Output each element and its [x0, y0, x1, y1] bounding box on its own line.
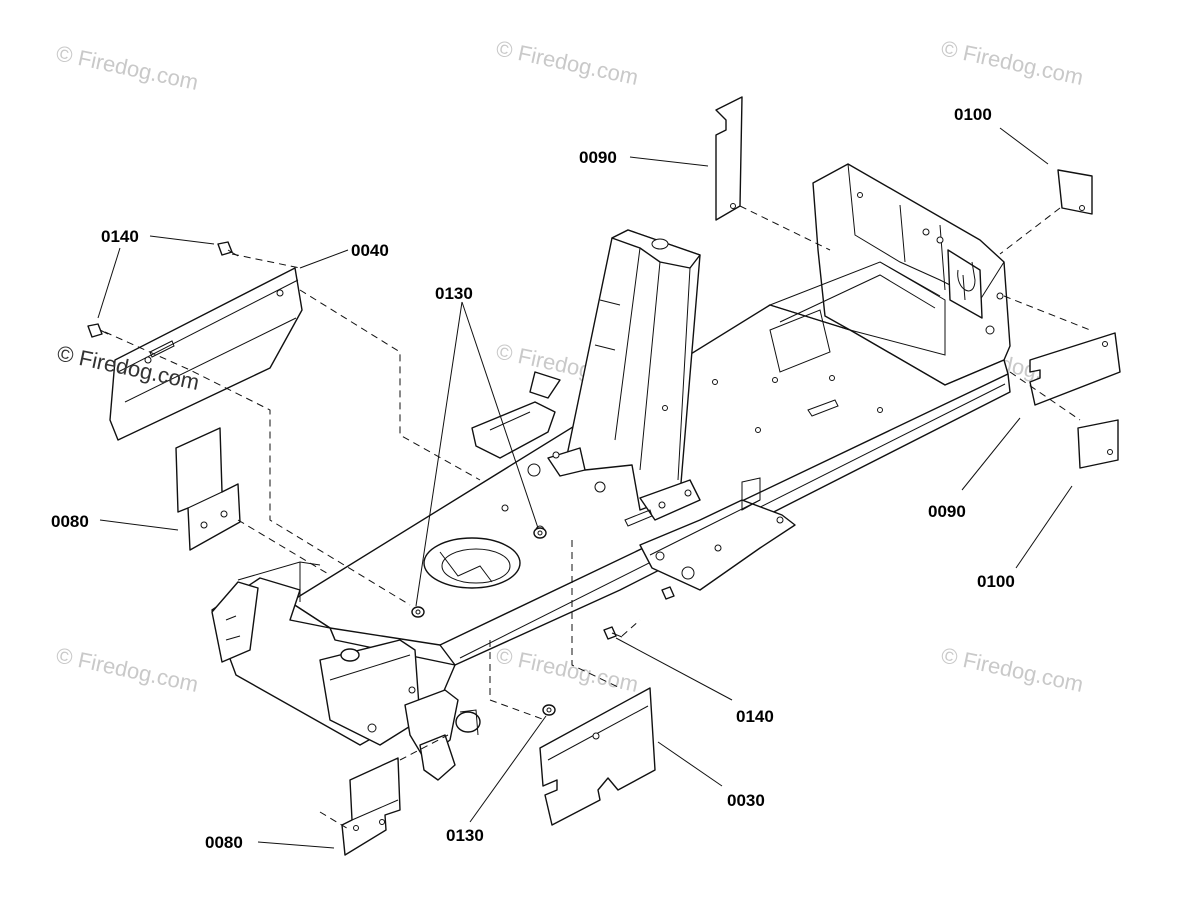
callout-0030: 0030 [727, 791, 765, 810]
part-0030-cover [539, 687, 656, 826]
assembly-lines [104, 205, 1091, 831]
bolt-0140-left-a [217, 241, 239, 257]
watermark-top-right: © Firedog.com [939, 35, 1086, 90]
bolt-0140-left-b [87, 323, 109, 338]
main-frame [211, 163, 1011, 781]
part-0080-bottom [341, 757, 401, 856]
callout-0090-right: 0090 [928, 502, 966, 521]
watermark-bottom-right: © Firedog.com [939, 642, 1086, 697]
callout-0090-top: 0090 [579, 148, 617, 167]
callout-labels: 0090 0100 0140 0040 0130 0080 0090 0100 … [51, 105, 1015, 852]
callout-0100-right: 0100 [977, 572, 1015, 591]
part-0040-cover [109, 267, 303, 441]
callout-0140-left: 0140 [101, 227, 139, 246]
callout-0130-top: 0130 [435, 284, 473, 303]
leader-lines [97, 127, 1073, 849]
nut-0130-a [533, 527, 547, 539]
callout-0040: 0040 [351, 241, 389, 260]
callout-0130-bottom: 0130 [446, 826, 484, 845]
part-0100-top [1057, 169, 1093, 215]
callout-0080-left: 0080 [51, 512, 89, 531]
nut-0130-c [542, 704, 556, 716]
part-0090-right [1029, 332, 1121, 406]
callout-0100-top: 0100 [954, 105, 992, 124]
small-parts [87, 96, 1121, 856]
callout-0080-bottom: 0080 [205, 833, 243, 852]
part-0080-left [175, 427, 241, 551]
callout-0140-bottom: 0140 [736, 707, 774, 726]
part-0100-right [1077, 419, 1119, 469]
watermark-bottom-left: © Firedog.com [54, 642, 201, 697]
nut-0130-b [411, 606, 425, 618]
watermark-top-center: © Firedog.com [494, 35, 641, 90]
bolt-0140-bottom [603, 586, 675, 640]
watermark-bottom-center: © Firedog.com [494, 642, 641, 697]
watermark-top-left: © Firedog.com [54, 40, 201, 95]
part-0090-top [715, 96, 743, 221]
